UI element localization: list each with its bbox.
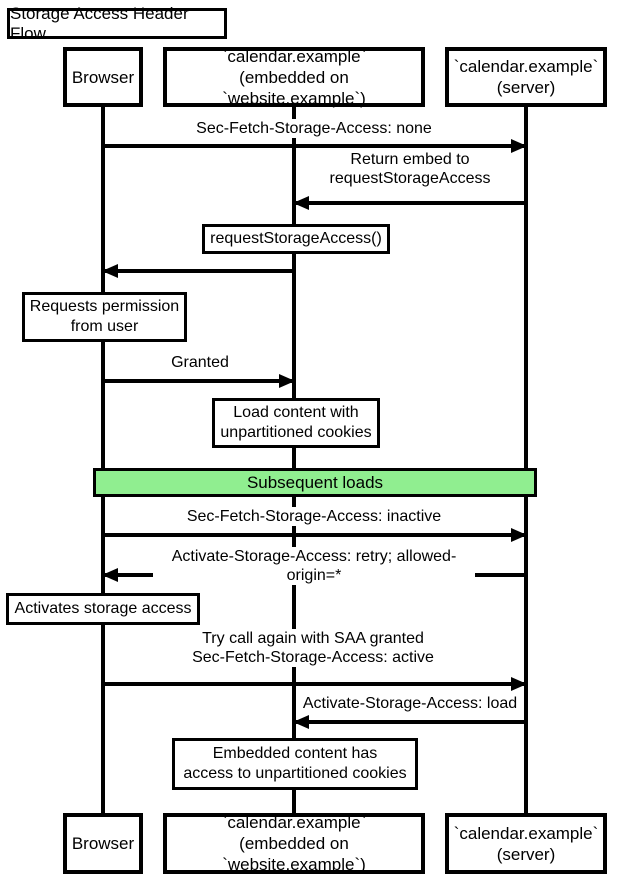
arrowhead-right-icon <box>511 677 527 691</box>
message-label-activate-retry: Activate-Storage-Access: retry; allowed-… <box>153 547 475 585</box>
participant-embedded-label: `calendar.example` (embedded on `website… <box>221 46 367 108</box>
message-label-sec-fetch-none: Sec-Fetch-Storage-Access: none <box>193 119 435 138</box>
message-label-try-again: Try call again with SAA granted Sec-Fetc… <box>189 629 437 667</box>
message-label-return-embed: Return embed to requestStorageAccess <box>326 150 494 188</box>
arrow-embedded-to-browser <box>102 264 294 278</box>
participant-server-top: `calendar.example` (server) <box>445 47 607 107</box>
arrowhead-right-icon <box>279 374 295 388</box>
lifeline-browser <box>101 105 105 815</box>
arrow-server-to-embedded-1 <box>293 196 526 210</box>
note-embedded-access-label: Embedded content has access to unpartiti… <box>183 745 407 782</box>
participant-browser-top: Browser <box>63 47 143 107</box>
note-requests-permission-label: Requests permission from user <box>29 298 180 335</box>
arrow-browser-to-server-1 <box>103 139 527 153</box>
participant-server-label: `calendar.example` (server) <box>453 57 599 97</box>
arrowhead-right-icon <box>511 139 527 153</box>
participant-server-bottom: `calendar.example` (server) <box>445 813 607 874</box>
note-request-storage-access: requestStorageAccess() <box>202 224 390 254</box>
note-request-storage-access-label: requestStorageAccess() <box>210 230 382 247</box>
arrowhead-left-icon <box>293 715 309 729</box>
participant-embedded-label: `calendar.example` (embedded on `website… <box>221 813 367 874</box>
note-activates-storage-label: Activates storage access <box>14 600 192 617</box>
arrow-server-to-embedded-2 <box>293 715 526 729</box>
banner-subsequent-loads-label: Subsequent loads <box>246 472 384 492</box>
arrow-browser-to-server-3 <box>103 677 527 691</box>
arrowhead-left-icon <box>293 196 309 210</box>
message-label-granted: Granted <box>168 353 232 372</box>
lifeline-server <box>524 105 528 815</box>
participant-embedded-bottom: `calendar.example` (embedded on `website… <box>163 813 425 874</box>
arrow-browser-to-server-2 <box>103 528 527 542</box>
note-requests-permission: Requests permission from user <box>22 292 187 342</box>
arrowhead-left-icon <box>102 264 118 278</box>
participant-embedded-top: `calendar.example` (embedded on `website… <box>163 46 425 108</box>
arrowhead-left-icon <box>102 568 118 582</box>
diagram-title: Storage Access Header Flow <box>7 4 227 43</box>
message-label-activate-load: Activate-Storage-Access: load <box>299 694 521 713</box>
note-activates-storage: Activates storage access <box>6 593 200 625</box>
arrowhead-right-icon <box>511 528 527 542</box>
note-load-content-label: Load content with unpartitioned cookies <box>220 404 372 441</box>
lifeline-embedded <box>292 105 296 815</box>
message-label-sec-fetch-inactive: Sec-Fetch-Storage-Access: inactive <box>183 507 445 526</box>
arrow-browser-to-embedded <box>103 374 295 388</box>
participant-browser-bottom: Browser <box>63 813 143 874</box>
note-load-content: Load content with unpartitioned cookies <box>212 398 380 448</box>
participant-browser-label: Browser <box>71 834 135 853</box>
note-embedded-access: Embedded content has access to unpartiti… <box>172 738 418 790</box>
participant-browser-label: Browser <box>71 67 135 87</box>
participant-server-label: `calendar.example` (server) <box>453 823 599 864</box>
diagram-title-label: Storage Access Header Flow <box>10 3 189 43</box>
banner-subsequent-loads: Subsequent loads <box>93 468 537 497</box>
